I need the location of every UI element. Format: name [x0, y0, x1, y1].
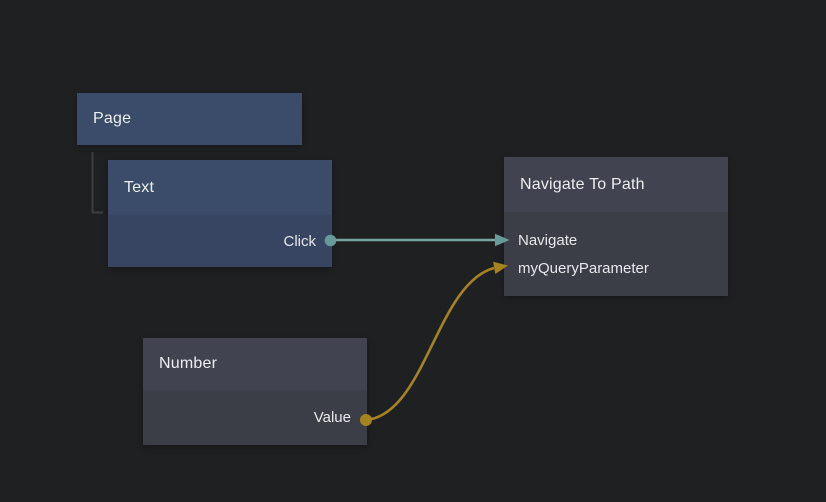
number-node[interactable]: Number Value: [143, 338, 367, 445]
navigate-to-path-node-body: Navigate myQueryParameter: [504, 212, 728, 296]
page-node[interactable]: Page: [77, 93, 302, 145]
number-node-title: Number: [159, 355, 218, 372]
wire-value-to-myqueryparameter[interactable]: [360, 261, 508, 426]
output-port-value-label: Value: [313, 409, 351, 426]
input-port-navigate[interactable]: Navigate: [504, 226, 728, 254]
text-node[interactable]: Text Click: [108, 160, 332, 267]
number-node-body: Value: [143, 390, 367, 445]
text-node-body: Click: [108, 215, 332, 267]
navigate-to-path-node[interactable]: Navigate To Path Navigate myQueryParamet…: [504, 157, 728, 296]
input-port-myqueryparameter-label: myQueryParameter: [518, 259, 649, 277]
navigate-to-path-node-header[interactable]: Navigate To Path: [504, 157, 728, 212]
wire-click-to-navigate[interactable]: [324, 233, 510, 247]
page-node-title: Page: [93, 110, 132, 127]
output-port-click-label: Click: [283, 232, 317, 250]
navigate-to-path-node-title: Navigate To Path: [520, 175, 645, 193]
number-node-header[interactable]: Number: [143, 338, 367, 390]
text-node-header[interactable]: Text: [108, 160, 332, 215]
output-port-click[interactable]: Click: [108, 215, 332, 267]
input-port-navigate-label: Navigate: [518, 231, 578, 249]
input-port-myqueryparameter[interactable]: myQueryParameter: [504, 254, 728, 282]
output-port-value[interactable]: Value: [143, 390, 367, 445]
hierarchy-connector-page-text: [91, 152, 103, 214]
page-node-header[interactable]: Page: [77, 93, 302, 145]
text-node-title: Text: [124, 178, 155, 196]
